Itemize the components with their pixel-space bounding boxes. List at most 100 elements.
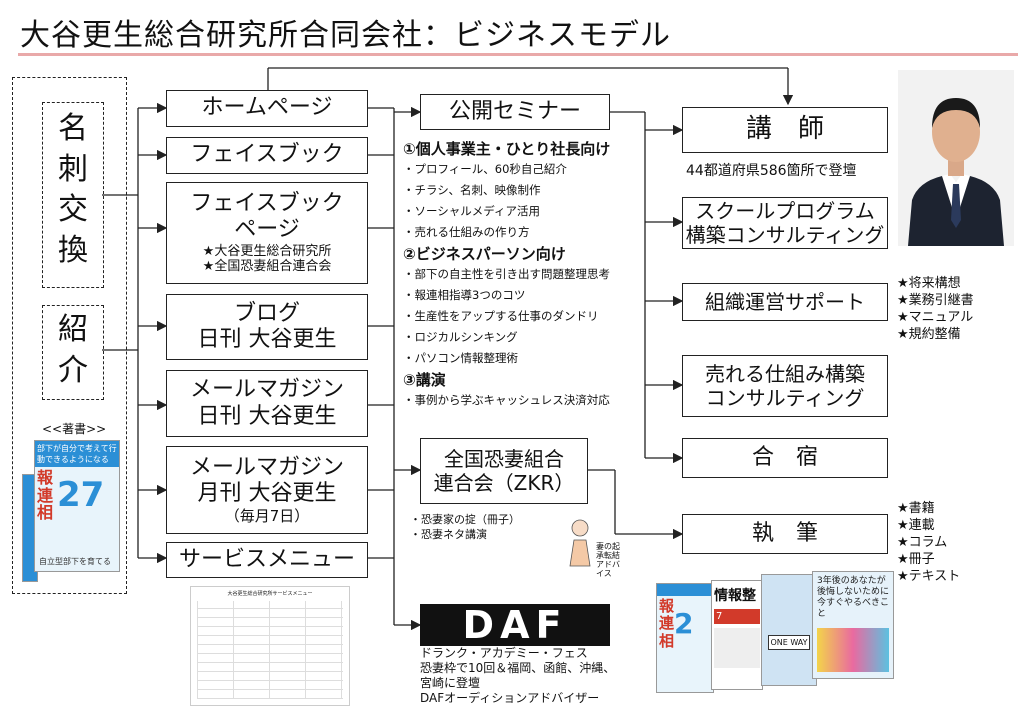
meishi-char: 刺 <box>58 151 88 187</box>
title-underline <box>18 53 1018 56</box>
seminar-details: ①個人事業主・ひとり社長向け ・プロフィール、60秒自己紹介 ・チラシ、名刺、映… <box>403 138 643 411</box>
lecturer-label: 講 師 <box>745 114 824 145</box>
mailmag-monthly-box: メールマガジン 月刊 大谷更生 （毎月7日） <box>166 446 368 534</box>
seminar-item: ・部下の自主性を引き出す問題整理思考 <box>403 267 610 281</box>
org-note: ★マニュアル <box>897 310 974 325</box>
homepage-label: ホームページ <box>201 95 333 121</box>
seminar-item: ・プロフィール、60秒自己紹介 <box>403 162 567 176</box>
book-title: 3年後のあなたが後悔しないために今すぐやるべきこと <box>817 576 890 619</box>
wife-figure-caption: 妻の起承転結アドバイス <box>596 542 620 578</box>
sales-system-box: 売れる仕組み構築 コンサルティング <box>682 355 888 417</box>
meishi-char: 交 <box>58 192 88 227</box>
service-doc-title: 大谷更生総合研究所サービスメニュー <box>227 591 313 597</box>
book-cover-3years: 3年後のあなたが後悔しないために今すぐやるべきこと <box>812 571 894 679</box>
org-support-box: 組織運営サポート <box>682 283 888 321</box>
book-volume: 7 <box>714 609 760 624</box>
service-menu-box: サービスメニュー <box>166 542 368 578</box>
book-char: 報 <box>37 468 54 487</box>
org-note: ★規約整備 <box>897 327 961 342</box>
seminar-box: 公開セミナー <box>420 94 610 130</box>
zkr-subtitle: 連合会（ZKR） <box>433 471 575 495</box>
school-program-subtitle: 構築コンサルティング <box>685 223 885 247</box>
book-char: 相 <box>659 631 675 650</box>
seminar-item: ・ロジカルシンキング <box>403 330 518 344</box>
fb-page-sub: ★大谷更生総合研究所 <box>202 243 332 259</box>
blog-title: ブログ <box>233 300 300 326</box>
writing-label: 執 筆 <box>751 520 818 546</box>
writing-note: ★コラム <box>897 535 948 550</box>
daf-line: DAFオーディションアドバイザー <box>420 691 600 705</box>
training-camp-box: 合 宿 <box>682 438 888 478</box>
portrait-photo <box>898 70 1014 246</box>
school-program-title: スクールプログラム <box>695 199 875 223</box>
writing-box: 執 筆 <box>682 514 888 554</box>
org-support-notes: ★将来構想 ★業務引継書 ★マニュアル ★規約整備 <box>897 275 974 343</box>
org-note: ★将来構想 <box>897 276 961 291</box>
zkr-notes: ・恐妻家の掟（冊子） ・恐妻ネタ講演 <box>410 512 520 542</box>
zkr-title: 全国恐妻組合 <box>444 447 564 471</box>
book-bottom-text: 自立型部下を育てる <box>39 557 111 566</box>
mailmag-monthly-subtitle: 月刊 大谷更生 <box>197 481 337 506</box>
seminar-item: ・事例から学ぶキャッシュレス決済対応 <box>403 393 610 407</box>
blog-subtitle: 日刊 大谷更生 <box>197 327 337 352</box>
homepage-box: ホームページ <box>166 90 368 127</box>
facebook-label: フェイスブック <box>190 142 344 168</box>
service-menu-thumbnail: 大谷更生総合研究所サービスメニュー <box>190 586 350 706</box>
shokai-char: 紹 <box>58 312 88 347</box>
facebook-box: フェイスブック <box>166 137 368 174</box>
seminar-item: ・ソーシャルメディア活用 <box>403 204 540 218</box>
daf-line: ドランク・アカデミー・フェス <box>420 646 588 660</box>
meishi-koukan-box: 名 刺 交 換 <box>42 102 104 288</box>
book-cover-hourenso: 報 連 相 2 <box>656 583 714 693</box>
zkr-note: ・恐妻家の掟（冊子） <box>410 513 520 526</box>
daf-line: 恐妻枠で10回＆福岡、函館、沖縄、 <box>420 661 616 675</box>
writing-note: ★連載 <box>897 518 935 533</box>
org-note: ★業務引継書 <box>897 293 974 308</box>
meishi-char: 名 <box>58 111 88 146</box>
lecturer-box: 講 師 <box>682 107 888 153</box>
book-sign-text: ONE WAY <box>768 635 810 650</box>
daf-logo-text: DAF <box>462 603 568 647</box>
org-support-label: 組織運営サポート <box>705 290 865 314</box>
book-cover-left: 部下が自分で考えて行動できるようになる 報 連 相 27 自立型部下を育てる <box>34 440 120 572</box>
seminar-item: ・売れる仕組みの作り方 <box>403 225 530 239</box>
seminar-section-head: ②ビジネスパーソン向け <box>403 245 566 263</box>
seminar-item: ・生産性をアップする仕事のダンドリ <box>403 309 599 323</box>
wife-figure-illustration <box>565 516 595 568</box>
page-title: 大谷更生総合研究所合同会社：ビジネスモデル <box>20 18 671 53</box>
book-char: 連 <box>659 614 675 633</box>
seminar-section-head: ③講演 <box>403 371 446 389</box>
sales-system-title: 売れる仕組み構築 <box>705 362 865 386</box>
seminar-item: ・パソコン情報整理術 <box>403 351 518 365</box>
mailmag-daily-subtitle: 日刊 大谷更生 <box>197 403 337 429</box>
mailmag-daily-box: メールマガジン 日刊 大谷更生 <box>166 370 368 437</box>
book-cover-oneway: ONE WAY <box>761 574 817 686</box>
meishi-char: 換 <box>58 232 88 268</box>
book-char: 相 <box>37 503 54 523</box>
daf-details: ドランク・アカデミー・フェス 恐妻枠で10回＆福岡、函館、沖縄、 宮崎に登壇 D… <box>420 646 615 706</box>
books-label: <<著書>> <box>42 422 107 436</box>
writing-note: ★テキスト <box>897 569 961 584</box>
book-title: 情報整 <box>714 588 756 604</box>
book-number: 2 <box>674 607 694 641</box>
sales-system-subtitle: コンサルティング <box>705 386 865 410</box>
writing-note: ★冊子 <box>897 552 935 567</box>
zkr-note: ・恐妻ネタ講演 <box>410 528 487 541</box>
fb-page-title2: ページ <box>234 217 300 243</box>
training-camp-label: 合 宿 <box>751 444 818 470</box>
mailmag-monthly-schedule: （毎月7日） <box>224 507 310 526</box>
book-char: 報 <box>659 597 675 615</box>
seminar-title: 公開セミナー <box>448 98 581 124</box>
facebook-page-box: フェイスブック ページ ★大谷更生総合研究所 ★全国恐妻組合連合会 <box>166 182 368 284</box>
service-menu-label: サービスメニュー <box>178 546 355 572</box>
shokai-box: 紹 介 <box>42 305 104 400</box>
seminar-section-head: ①個人事業主・ひとり社長向け <box>403 140 611 158</box>
mailmag-daily-title: メールマガジン <box>189 377 344 403</box>
seminar-item: ・報連相指導3つのコツ <box>403 288 526 302</box>
seminar-item: ・チラシ、名刺、映像制作 <box>403 183 541 197</box>
mailmag-monthly-title: メールマガジン <box>189 454 344 480</box>
book-number: 27 <box>57 475 105 516</box>
zkr-box: 全国恐妻組合 連合会（ZKR） <box>420 438 588 504</box>
writing-notes: ★書籍 ★連載 ★コラム ★冊子 ★テキスト <box>897 500 960 585</box>
